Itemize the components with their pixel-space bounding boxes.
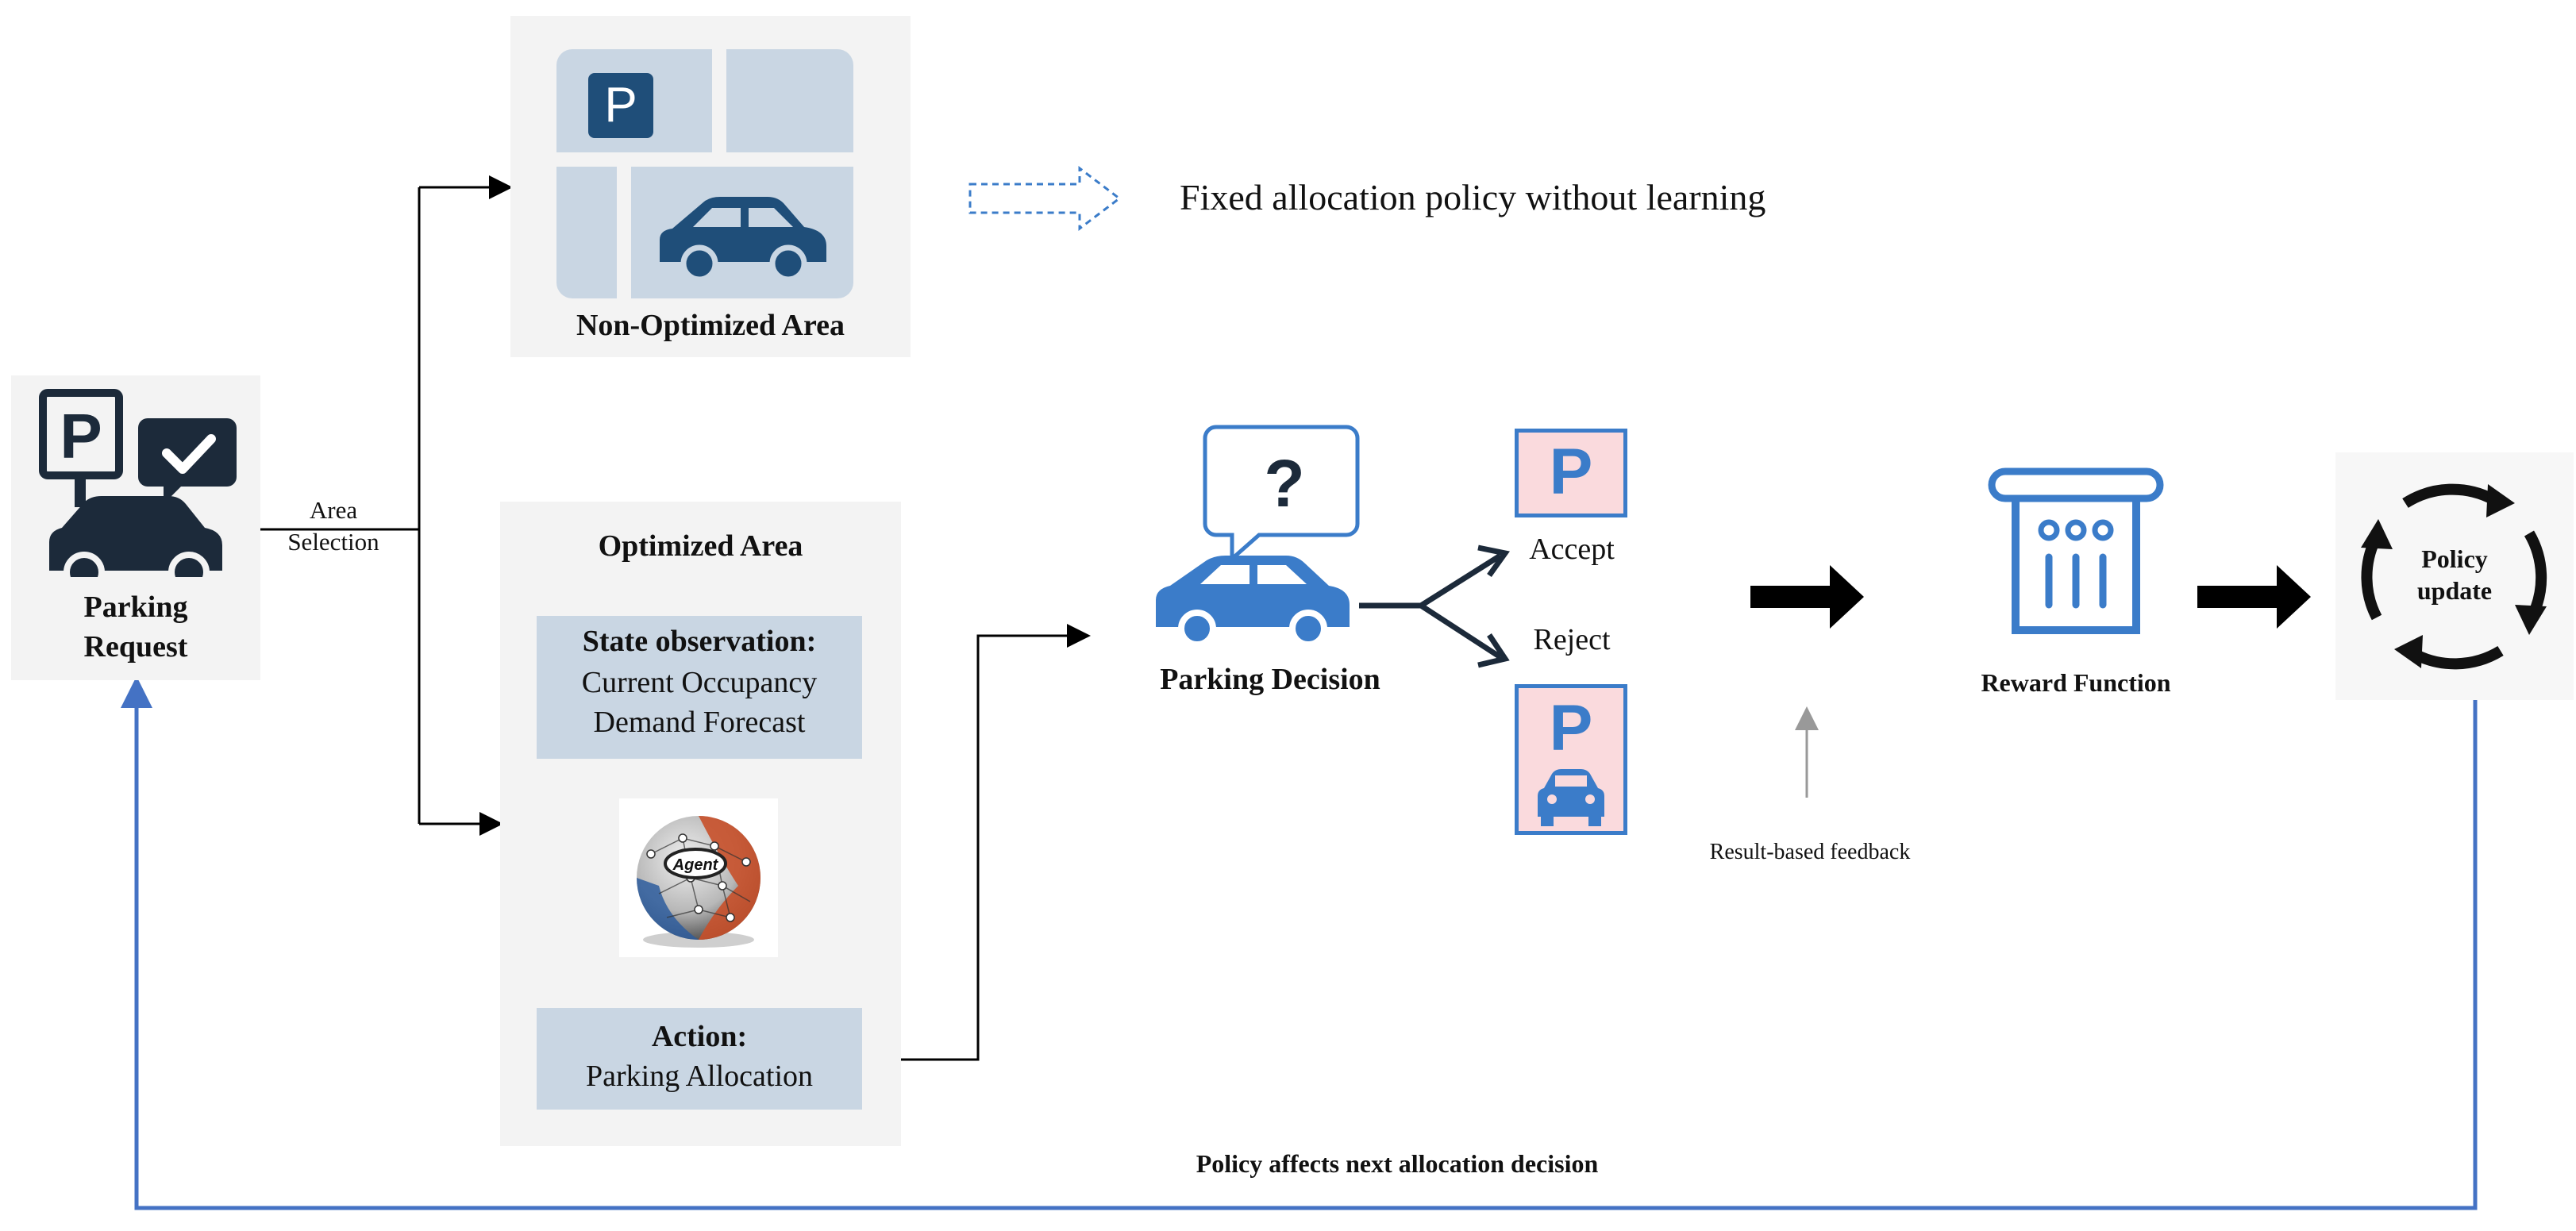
lot-divider-bottom <box>617 167 631 298</box>
area-selection-label-line2: Selection <box>287 528 379 556</box>
parking-request-label-line1: Parking <box>83 590 188 624</box>
fork-accept <box>1419 553 1502 608</box>
parking-request-label-line2: Request <box>83 630 188 664</box>
non-optimized-area-panel: P Non-Optimized Area <box>510 16 911 357</box>
accept-label: Accept <box>1529 533 1615 566</box>
dashed-hollow-arrow <box>968 165 1122 232</box>
action-title: Action: <box>651 1020 748 1053</box>
state-observation-box: State observation: Current Occupancy Dem… <box>537 616 862 759</box>
big-arrow-to-reward <box>1750 565 1864 629</box>
action-line: Parking Allocation <box>585 1060 814 1093</box>
svg-text:P: P <box>60 401 102 471</box>
area-selection-label-line1: Area <box>309 496 358 524</box>
state-observation-line2: Demand Forecast <box>593 706 806 739</box>
optimized-area-panel: Optimized Area State observation: Curren… <box>500 502 901 1146</box>
accept-p-sign: P <box>1515 429 1627 517</box>
reward-function-icon <box>1988 467 2164 634</box>
fixed-policy-text: Fixed allocation policy without learning <box>1180 177 1766 217</box>
optimized-area-title: Optimized Area <box>598 529 803 563</box>
lot-divider-horizontal <box>556 152 853 167</box>
agent-brain-icon: Agent <box>637 816 760 948</box>
feedback-label: Result-based feedback <box>1709 840 1911 864</box>
branch-line <box>260 187 421 824</box>
fork-reject <box>1419 603 1502 660</box>
lot-divider-top <box>712 49 726 152</box>
reward-function-label: Reward Function <box>1981 668 2171 697</box>
loop-label: Policy affects next allocation decision <box>1196 1149 1599 1178</box>
non-optimized-area-title: Non-Optimized Area <box>576 309 845 342</box>
arrow-action-to-decision <box>864 624 1091 1061</box>
agent-label: Agent <box>672 856 719 874</box>
parking-decision-label: Parking Decision <box>1160 663 1380 696</box>
big-arrow-to-policy <box>2197 565 2311 629</box>
occupied-car-icon <box>1538 769 1604 826</box>
parking-decision-icon: ? <box>1156 425 1360 646</box>
car-icon <box>660 197 826 283</box>
state-observation-title: State observation: <box>582 625 817 658</box>
action-box: Action: Parking Allocation <box>537 1008 862 1110</box>
reject-label: Reject <box>1533 623 1611 656</box>
policy-update-panel: Policy update <box>2335 452 2574 700</box>
policy-update-line1: Policy <box>2421 544 2488 573</box>
parking-request-icon: P <box>39 389 237 577</box>
refresh-cycle-icon <box>2361 483 2547 670</box>
agent-image: Agent <box>619 798 778 957</box>
parking-p-badge: P <box>588 73 653 138</box>
question-mark: ? <box>1264 446 1304 521</box>
reject-p-sign: P <box>1515 684 1627 835</box>
loop-line <box>121 676 2478 1210</box>
reject-p-letter: P <box>1549 692 1593 764</box>
policy-update-line2: update <box>2416 576 2493 605</box>
state-observation-line1: Current Occupancy <box>581 666 818 699</box>
parking-request-panel: P Parking Request <box>11 375 260 680</box>
